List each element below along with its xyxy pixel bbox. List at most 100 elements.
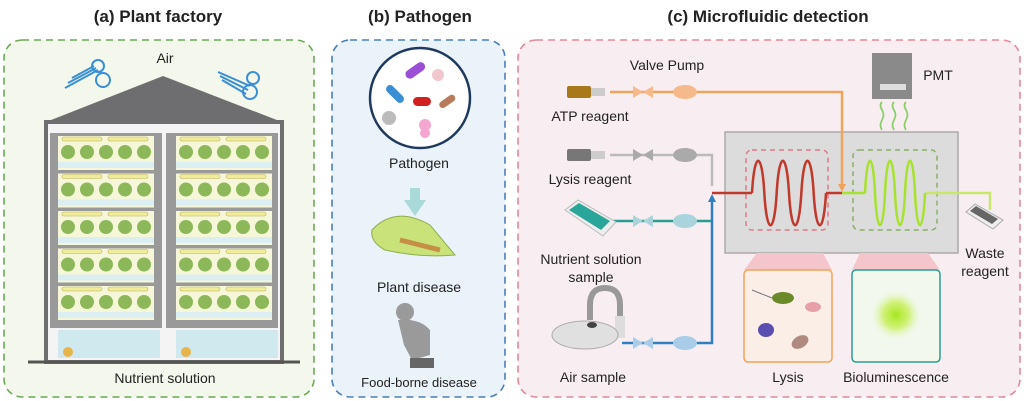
lettuce-icon [217, 182, 231, 197]
lettuce-icon [198, 182, 212, 197]
glow-icon [870, 289, 922, 341]
sick-person-icon [396, 303, 434, 368]
lettuce-icon [61, 145, 75, 159]
lettuce-icon [137, 257, 151, 272]
plant-shelf [58, 136, 154, 170]
lettuce-icon [179, 295, 193, 309]
lettuce-icon [198, 220, 212, 234]
lettuce-icon [236, 220, 250, 234]
plant-shelf [176, 286, 272, 320]
lettuce-icon [255, 145, 269, 159]
atp-valve-pump [633, 85, 697, 99]
lettuce-icon [236, 145, 250, 159]
waste-label-1: Waste [965, 245, 1004, 261]
lettuce-icon [118, 220, 132, 234]
air-valve-pump [633, 336, 697, 350]
lysis-valve-pump [633, 148, 697, 162]
nutrient-sample-label-1: Nutrient solution [540, 251, 641, 267]
arrow-down-icon [404, 188, 426, 216]
nutrient-solution-label: Nutrient solution [114, 370, 215, 386]
lettuce-icon [255, 220, 269, 234]
greenhouse-building [28, 76, 300, 364]
lysis-label: Lysis [772, 369, 803, 385]
lettuce-icon [118, 295, 132, 309]
pathogen-circle-icon [368, 46, 472, 150]
lettuce-icon [217, 257, 231, 272]
lettuce-icon [236, 295, 250, 309]
panel-b-title: (b) Pathogen [368, 7, 472, 26]
lettuce-icon [217, 295, 231, 309]
lettuce-icon [61, 295, 75, 309]
lettuce-icon [80, 182, 94, 197]
lysed-bacteria-icon [751, 289, 821, 349]
panel-pathogen: (b) Pathogen Pathogen Plant disease Food… [331, 7, 506, 398]
panel-a-title: (a) Plant factory [94, 7, 223, 26]
lettuce-icon [137, 220, 151, 234]
atp-vial-icon [567, 86, 605, 98]
lettuce-icon [179, 145, 193, 159]
food-borne-disease-label: Food-borne disease [361, 375, 477, 390]
panel-plant-factory: (a) Plant factory Air Nutrient solution [3, 7, 315, 398]
wind-icon [64, 59, 260, 100]
lettuce-icon [80, 220, 94, 234]
lettuce-icon [198, 295, 212, 309]
plant-shelf [176, 136, 272, 170]
lettuce-icon [198, 145, 212, 159]
pump-icon [181, 347, 191, 357]
lettuce-icon [61, 220, 75, 234]
air-sampler-icon [551, 284, 625, 350]
lysis-serpentine [750, 159, 828, 227]
air-sample-label: Air sample [560, 369, 626, 385]
lettuce-icon [80, 257, 94, 272]
lettuce-icon [99, 220, 113, 234]
lettuce-icon [236, 257, 250, 272]
pmt-detector-icon [872, 53, 912, 99]
lettuce-icon [198, 257, 212, 272]
plant-shelf [176, 248, 272, 283]
lettuce-icon [255, 295, 269, 309]
lettuce-icon [137, 145, 151, 159]
plant-shelf [176, 173, 272, 208]
nutrient-valve-pump [633, 214, 697, 228]
bioluminescence-label: Bioluminescence [843, 369, 949, 385]
lettuce-icon [99, 145, 113, 159]
plant-shelf [176, 211, 272, 245]
lettuce-icon [179, 182, 193, 197]
plant-disease-label: Plant disease [377, 279, 461, 295]
lettuce-icon [118, 257, 132, 272]
lettuce-icon [80, 145, 94, 159]
lettuce-icon [99, 257, 113, 272]
lettuce-icon [137, 295, 151, 309]
valve-pump-label: Valve Pump [630, 57, 705, 73]
plant-shelf [58, 211, 154, 245]
atp-reagent-label: ATP reagent [551, 108, 628, 124]
lettuce-icon [137, 182, 151, 197]
pump-icon [63, 347, 73, 357]
lettuce-icon [118, 145, 132, 159]
lettuce-icon [217, 145, 231, 159]
panel-microfluidic-detection: (c) Microfluidic detection Valve Pump [517, 7, 1021, 398]
plant-shelf [58, 286, 154, 320]
waste-tray-icon [965, 203, 1004, 230]
air-label: Air [156, 50, 173, 66]
lettuce-icon [255, 182, 269, 197]
bioluminescence-serpentine [863, 159, 927, 227]
lettuce-icon [61, 182, 75, 197]
lettuce-icon [118, 182, 132, 197]
panel-c-title: (c) Microfluidic detection [667, 7, 868, 26]
pmt-label: PMT [923, 67, 953, 83]
lysis-vial-icon [567, 149, 605, 161]
lettuce-icon [80, 295, 94, 309]
light-emission-icon [879, 101, 909, 131]
lettuce-icon [179, 257, 193, 272]
lettuce-icon [236, 182, 250, 197]
plant-shelf [58, 248, 154, 283]
plant-shelf [58, 173, 154, 208]
lysis-inset [743, 269, 833, 363]
leaf-icon [371, 215, 456, 257]
lettuce-icon [61, 257, 75, 272]
lettuce-icon [255, 257, 269, 272]
nutrient-sample-label-2: sample [568, 269, 613, 285]
lettuce-icon [217, 220, 231, 234]
